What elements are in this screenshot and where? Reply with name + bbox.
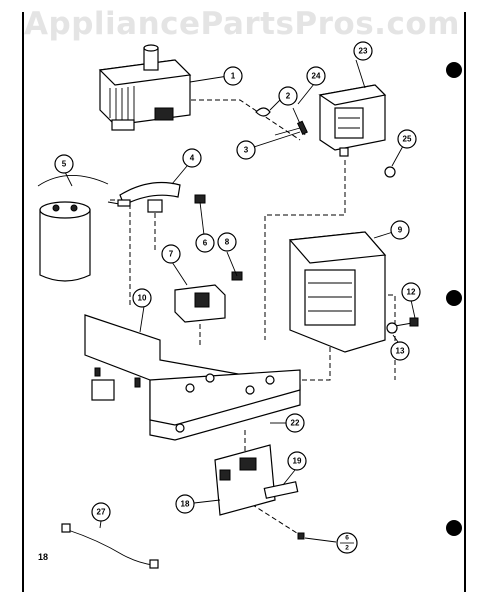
callout-22: 22: [285, 413, 305, 433]
capacitor-part: [37, 175, 109, 282]
svg-text:7: 7: [169, 250, 174, 259]
bolt-and-washer-parts: [386, 317, 419, 334]
callout-3: 3: [236, 140, 256, 160]
svg-text:8: 8: [225, 238, 230, 247]
page-frame: [22, 12, 466, 592]
binder-hole-middle: [446, 290, 462, 306]
callout-2: 2: [278, 86, 298, 106]
high-voltage-transformer-part: [288, 231, 387, 353]
callout-10: 10: [132, 288, 152, 308]
callout-19: 19: [287, 451, 307, 471]
binder-hole-top: [446, 62, 462, 78]
callout-4: 4: [182, 148, 202, 168]
callout-27: 27: [91, 502, 111, 522]
callout-7: 7: [161, 244, 181, 264]
callout-18: 18: [175, 494, 195, 514]
svg-text:9: 9: [398, 226, 403, 235]
fuse-part: [263, 481, 299, 499]
svg-text:2: 2: [286, 92, 291, 101]
svg-text:23: 23: [359, 47, 368, 56]
callout-24: 24: [306, 66, 326, 86]
svg-text:10: 10: [138, 294, 147, 303]
filament-transformer-part: [318, 84, 387, 157]
small-fastener-parts: [255, 107, 396, 178]
svg-text:5: 5: [62, 160, 67, 169]
leader-lines: [64, 59, 416, 543]
callout-25: 25: [397, 129, 417, 149]
callout-9: 9: [390, 220, 410, 240]
svg-text:27: 27: [97, 508, 106, 517]
svg-text:18: 18: [181, 500, 190, 509]
svg-text:22: 22: [291, 419, 300, 428]
svg-text:6: 6: [345, 535, 349, 542]
svg-text:2: 2: [345, 545, 349, 552]
svg-text:12: 12: [407, 288, 416, 297]
watermark-text: AppliancePartsPros.com: [24, 6, 460, 42]
svg-text:24: 24: [312, 72, 321, 81]
svg-text:3: 3: [244, 146, 249, 155]
base-plate-part: [84, 314, 301, 441]
relay-part: [174, 271, 243, 323]
svg-text:6: 6: [203, 239, 208, 248]
callout-5: 5: [54, 154, 74, 174]
svg-text:19: 19: [293, 457, 302, 466]
callout-23: 23: [353, 41, 373, 61]
diode-bracket-part: [107, 181, 206, 213]
svg-text:1: 1: [231, 72, 236, 81]
callout-fraction-6-over-2: 6 2: [336, 532, 358, 554]
svg-text:13: 13: [396, 347, 405, 356]
svg-text:4: 4: [190, 154, 195, 163]
page-number: 18: [38, 552, 49, 562]
svg-text:25: 25: [403, 135, 412, 144]
callout-13: 13: [390, 341, 410, 361]
callout-12: 12: [401, 282, 421, 302]
callout-6: 6: [195, 233, 215, 253]
circuit-board-part: [214, 444, 276, 516]
binder-hole-bottom: [446, 520, 462, 536]
wire-harness-part: [61, 523, 159, 569]
magnetron-part: [98, 44, 192, 131]
callout-8: 8: [217, 232, 237, 252]
callout-1: 1: [223, 66, 243, 86]
